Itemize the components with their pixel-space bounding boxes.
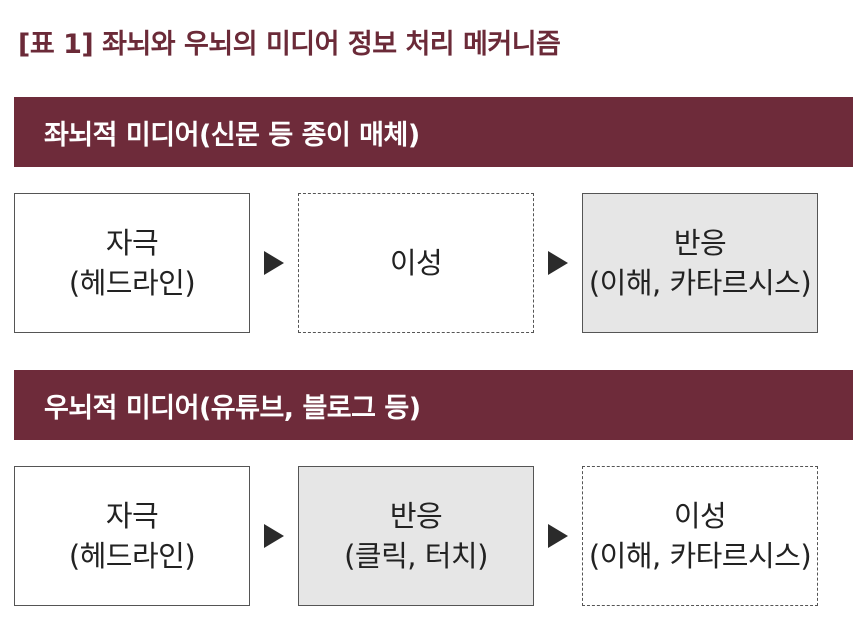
response-box: 반응 (이해, 카타르시스) (582, 193, 818, 333)
flow-arrow-icon (264, 251, 284, 275)
flow-arrow-icon (264, 524, 284, 548)
response-box: 반응 (클릭, 터치) (298, 466, 534, 606)
section-heading-left-brain: 좌뇌적 미디어(신문 등 종이 매체) (14, 97, 853, 167)
box-sublabel: (클릭, 터치) (344, 539, 488, 573)
flow-arrow-icon (548, 251, 568, 275)
box-label: 반응 (673, 226, 727, 260)
box-label: 이성 (673, 499, 727, 533)
table-title: [표 1] 좌뇌와 우뇌의 미디어 정보 처리 메커니즘 (18, 29, 561, 60)
flow-arrow-icon (548, 524, 568, 548)
box-sublabel: (이해, 카타르시스) (588, 266, 812, 300)
section-heading-right-brain: 우뇌적 미디어(유튜브, 블로그 등) (14, 370, 853, 440)
box-label: 이성 (389, 246, 443, 280)
box-label: 자극 (105, 226, 159, 260)
box-sublabel: (헤드라인) (68, 266, 196, 300)
box-label: 반응 (389, 499, 443, 533)
reason-box: 이성 (298, 193, 534, 333)
stimulus-box: 자극 (헤드라인) (14, 466, 250, 606)
box-sublabel: (헤드라인) (68, 539, 196, 573)
reason-box: 이성 (이해, 카타르시스) (582, 466, 818, 606)
box-sublabel: (이해, 카타르시스) (588, 539, 812, 573)
box-label: 자극 (105, 499, 159, 533)
stimulus-box: 자극 (헤드라인) (14, 193, 250, 333)
